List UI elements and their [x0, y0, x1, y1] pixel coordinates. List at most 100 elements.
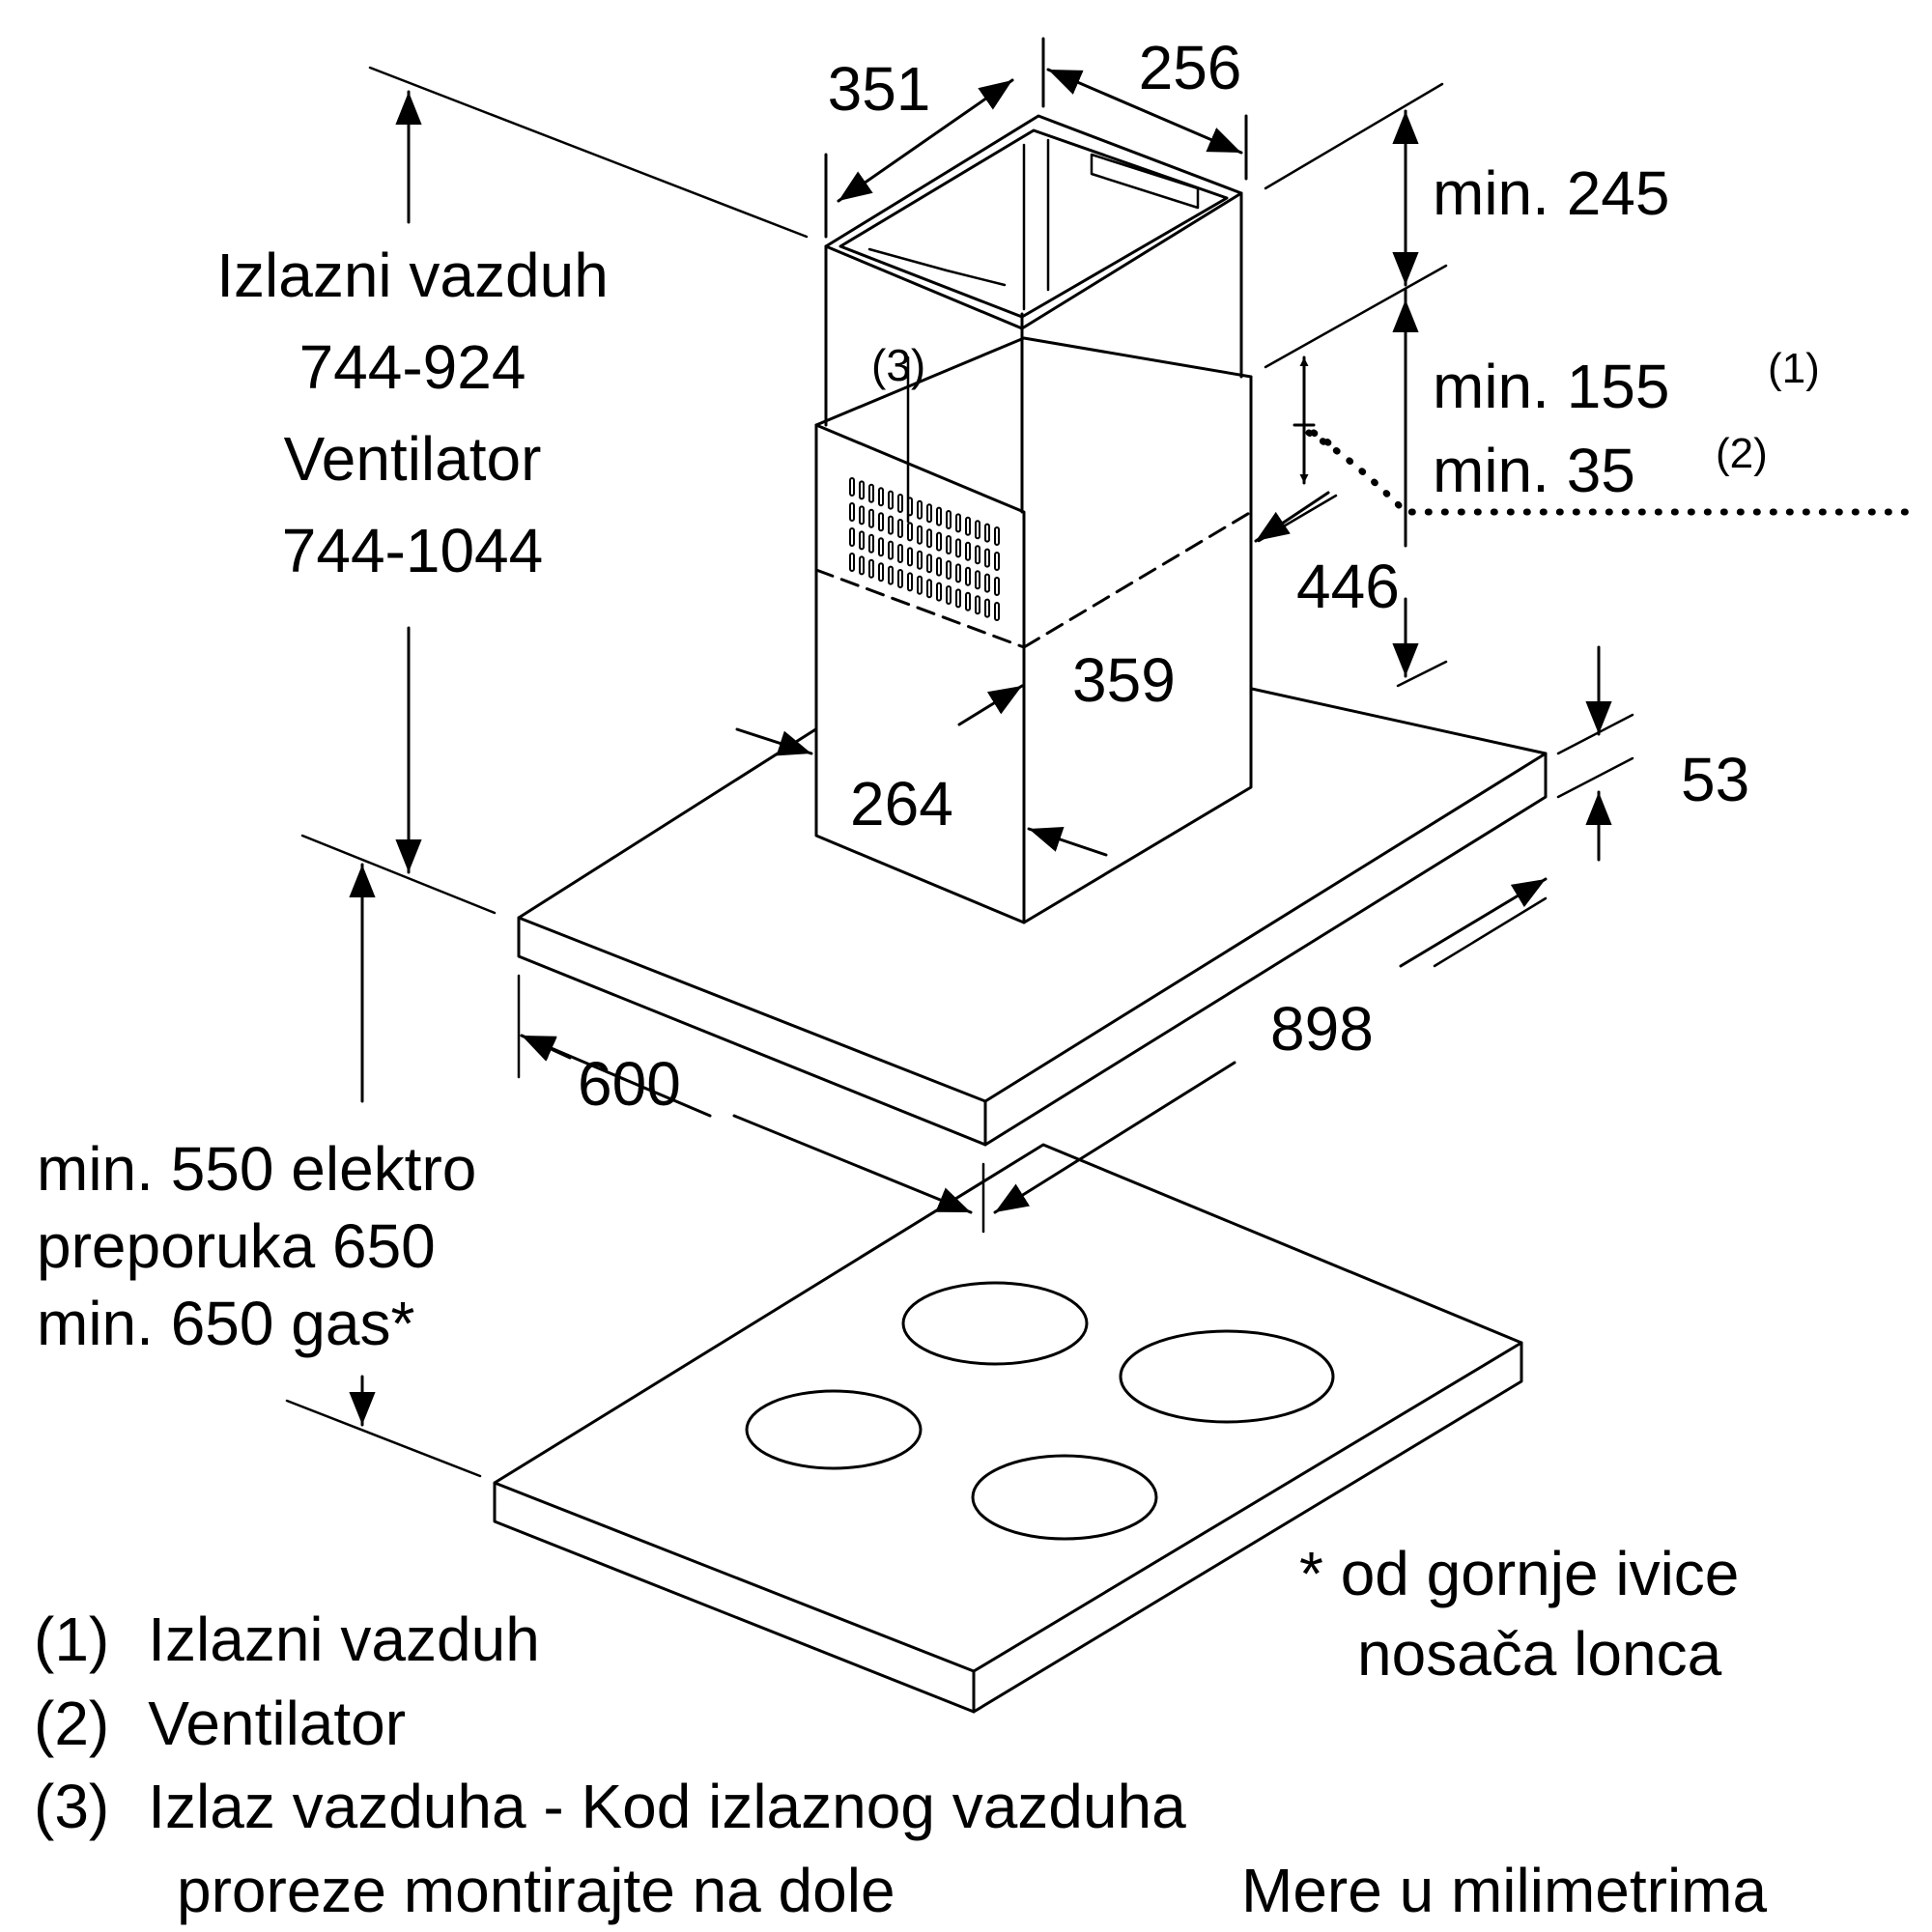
vent-slot [975, 520, 980, 540]
vent-slot [917, 525, 923, 545]
vent-slot [955, 563, 961, 583]
dim-min-35: min. 35 [1433, 436, 1635, 505]
vent-slot [849, 527, 855, 547]
canopy-front-edge [517, 916, 987, 1147]
vent-slot [984, 573, 990, 593]
dim-446: 446 [1296, 552, 1400, 621]
footnote-line2: nosača lonca [1357, 1619, 1722, 1689]
lower-chimney-top [814, 336, 1253, 427]
vent-slot [888, 490, 894, 510]
vent-slot [965, 591, 971, 611]
vent-slot [859, 505, 865, 526]
vent-slot [849, 553, 855, 572]
reference-lines [285, 66, 1634, 1478]
vent-slot [859, 555, 865, 576]
clearance-gas: min. 650 gas* [37, 1289, 415, 1358]
legend-key-1: (1) [34, 1605, 110, 1674]
vent-slot [994, 526, 1000, 546]
lower-chimney-dash-side [1022, 510, 1253, 649]
dim-600: 600 [578, 1049, 681, 1119]
chimney-exhaust-range: 744-924 [298, 332, 526, 402]
vent-slot [994, 577, 1000, 596]
vent-slot [907, 522, 913, 542]
callout-3: (3) [871, 340, 926, 390]
legend-row-1: (1)Izlazni vazduh [34, 1608, 540, 1670]
dim-264: 264 [850, 769, 953, 838]
legend-text-3: Izlaz vazduha - Kod izlaznog vazduha [148, 1772, 1186, 1841]
vent-slot [926, 503, 932, 524]
vent-slot [897, 544, 903, 563]
vent-slot [955, 538, 961, 558]
dim-351: 351 [827, 54, 931, 124]
vent-slot [907, 497, 913, 517]
clearance-electric: min. 550 elektro [37, 1134, 477, 1204]
chimney-fan-label: Ventilator [283, 424, 542, 494]
vent-slot [994, 602, 1000, 621]
legend-text-2: Ventilator [148, 1689, 407, 1758]
burner-back-left [901, 1281, 1089, 1366]
vent-slot [907, 572, 913, 592]
cooktop [493, 1143, 1523, 1714]
vent-slot [975, 570, 980, 590]
vent-slot [917, 550, 923, 570]
vent-slot [926, 528, 932, 549]
legend-text-4: proreze montirajte na dole [177, 1856, 895, 1925]
legend-row-2: (2)Ventilator [34, 1692, 406, 1754]
vent-slot [955, 513, 961, 533]
vent-slot [965, 566, 971, 586]
vent-slot [878, 537, 884, 557]
upper-chimney-top-back [824, 114, 1243, 248]
dim-359: 359 [1072, 645, 1176, 715]
cooktop-front-edge [493, 1481, 976, 1714]
vent-slot [868, 533, 874, 554]
vent-slot [975, 595, 980, 615]
vent-slots [849, 477, 1000, 621]
lower-chimney-edge [814, 423, 1026, 924]
fan-level-line [1305, 429, 1917, 516]
vent-slot [936, 582, 942, 602]
dim-256: 256 [1138, 33, 1242, 102]
vent-slot [868, 508, 874, 528]
vent-slot [917, 575, 923, 595]
vent-slot [849, 477, 855, 497]
canopy-side-edge [983, 752, 1548, 1147]
vent-slot [859, 530, 865, 551]
vent-slot [936, 506, 942, 526]
legend-key-3: (3) [34, 1772, 110, 1841]
vent-slot [897, 569, 903, 588]
vent-slot [868, 558, 874, 579]
vent-slot [984, 598, 990, 618]
vent-slot [897, 494, 903, 513]
lower-chimney-body [814, 375, 1253, 924]
vent-slot [878, 487, 884, 507]
chimney-exhaust-label: Izlazni vazduh [216, 241, 609, 310]
dim-min-155-footnote: (1) [1768, 345, 1820, 392]
legend-row-4: proreze montirajte na dole [177, 1860, 895, 1921]
vent-slot [849, 502, 855, 522]
burner-front-left [745, 1389, 923, 1470]
lower-chimney [814, 336, 1253, 924]
vent-slot [984, 523, 990, 543]
dim-898: 898 [1270, 994, 1374, 1064]
cooktop-side-edge [972, 1341, 1523, 1714]
burner-back-right [1119, 1329, 1335, 1424]
vent-slot [946, 535, 952, 554]
vent-slot [926, 554, 932, 574]
vent-slot [917, 499, 923, 520]
footnote-line1: * od gornje ivice [1299, 1539, 1740, 1608]
vent-slot [955, 588, 961, 609]
burner-front-right [971, 1454, 1158, 1541]
inner-plate [1090, 153, 1200, 210]
dimension-lines [349, 37, 1612, 1427]
vent-slot [897, 519, 903, 538]
dim-min-35-footnote: (2) [1716, 430, 1768, 477]
vent-slot [936, 556, 942, 577]
vent-slot [907, 547, 913, 567]
vent-slot [965, 541, 971, 561]
upper-chimney-side [1020, 191, 1243, 379]
vent-slot [946, 585, 952, 605]
chimney-fan-range: 744-1044 [281, 516, 544, 585]
vent-slot [878, 562, 884, 582]
lower-chimney-dash-front [814, 568, 1026, 649]
